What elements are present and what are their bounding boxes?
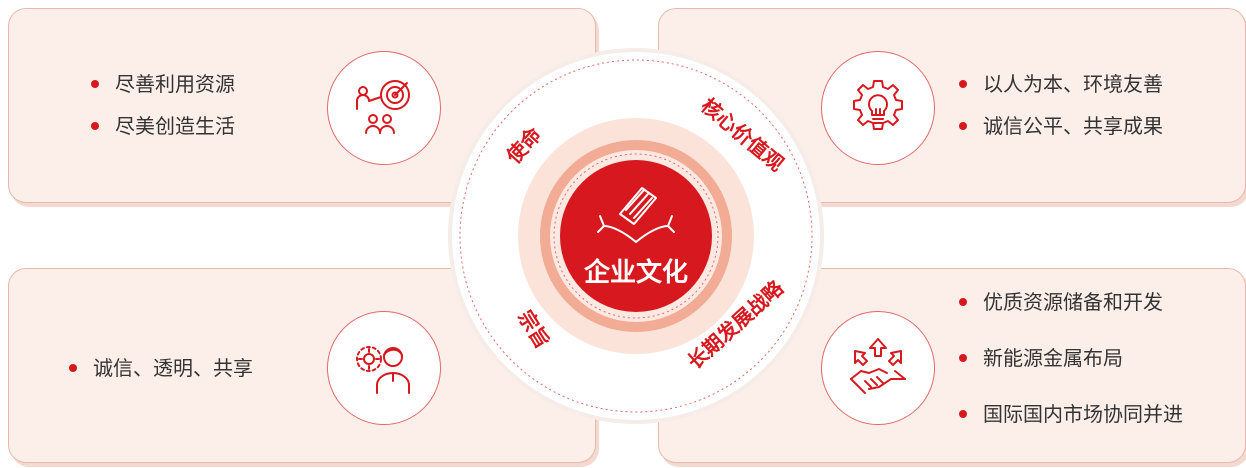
mission-item-2: 尽美创造生活 (91, 113, 235, 139)
strategy-list: 优质资源储备和开发 新能源金属布局 国际国内市场协同并进 (959, 289, 1183, 427)
inner-dotted-ring (553, 153, 719, 319)
center-title: 企业文化 (584, 257, 688, 288)
mission-list: 尽善利用资源 尽美创造生活 (91, 71, 235, 139)
book-hands-icon (597, 187, 675, 243)
strategy-item-2: 新能源金属布局 (959, 345, 1183, 371)
target-team-icon (327, 51, 441, 165)
mission-panel: 尽善利用资源 尽美创造生活 (8, 8, 596, 203)
handshake-arrows-icon (821, 311, 935, 425)
strategy-item-1: 优质资源储备和开发 (959, 289, 1183, 315)
mission-item-1: 尽善利用资源 (91, 71, 235, 97)
core-circle (560, 160, 712, 312)
values-item-1: 以人为本、环境友善 (959, 71, 1163, 97)
strategy-item-3: 国际国内市场协同并进 (959, 401, 1183, 427)
lightbulb-gear-icon (821, 51, 935, 165)
outer-dotted-ring (459, 59, 813, 413)
values-list: 以人为本、环境友善 诚信公平、共享成果 (959, 71, 1163, 139)
values-item-2: 诚信公平、共享成果 (959, 113, 1163, 139)
purpose-item-1: 诚信、透明、共享 (69, 355, 253, 381)
purpose-list: 诚信、透明、共享 (69, 355, 253, 381)
person-gear-icon (327, 311, 441, 425)
